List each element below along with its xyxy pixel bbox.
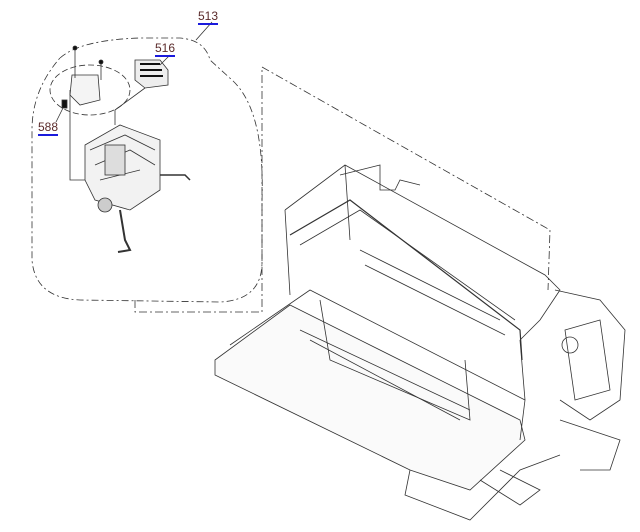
pump-assembly <box>69 87 191 253</box>
callout-588-link[interactable]: 588 <box>38 120 59 136</box>
callout-513-link[interactable]: 513 <box>198 9 219 25</box>
main-chassis-frame <box>214 164 626 521</box>
bracket-part <box>49 45 131 123</box>
callout-516-link[interactable]: 516 <box>155 41 176 57</box>
cap-part-516 <box>134 54 171 89</box>
